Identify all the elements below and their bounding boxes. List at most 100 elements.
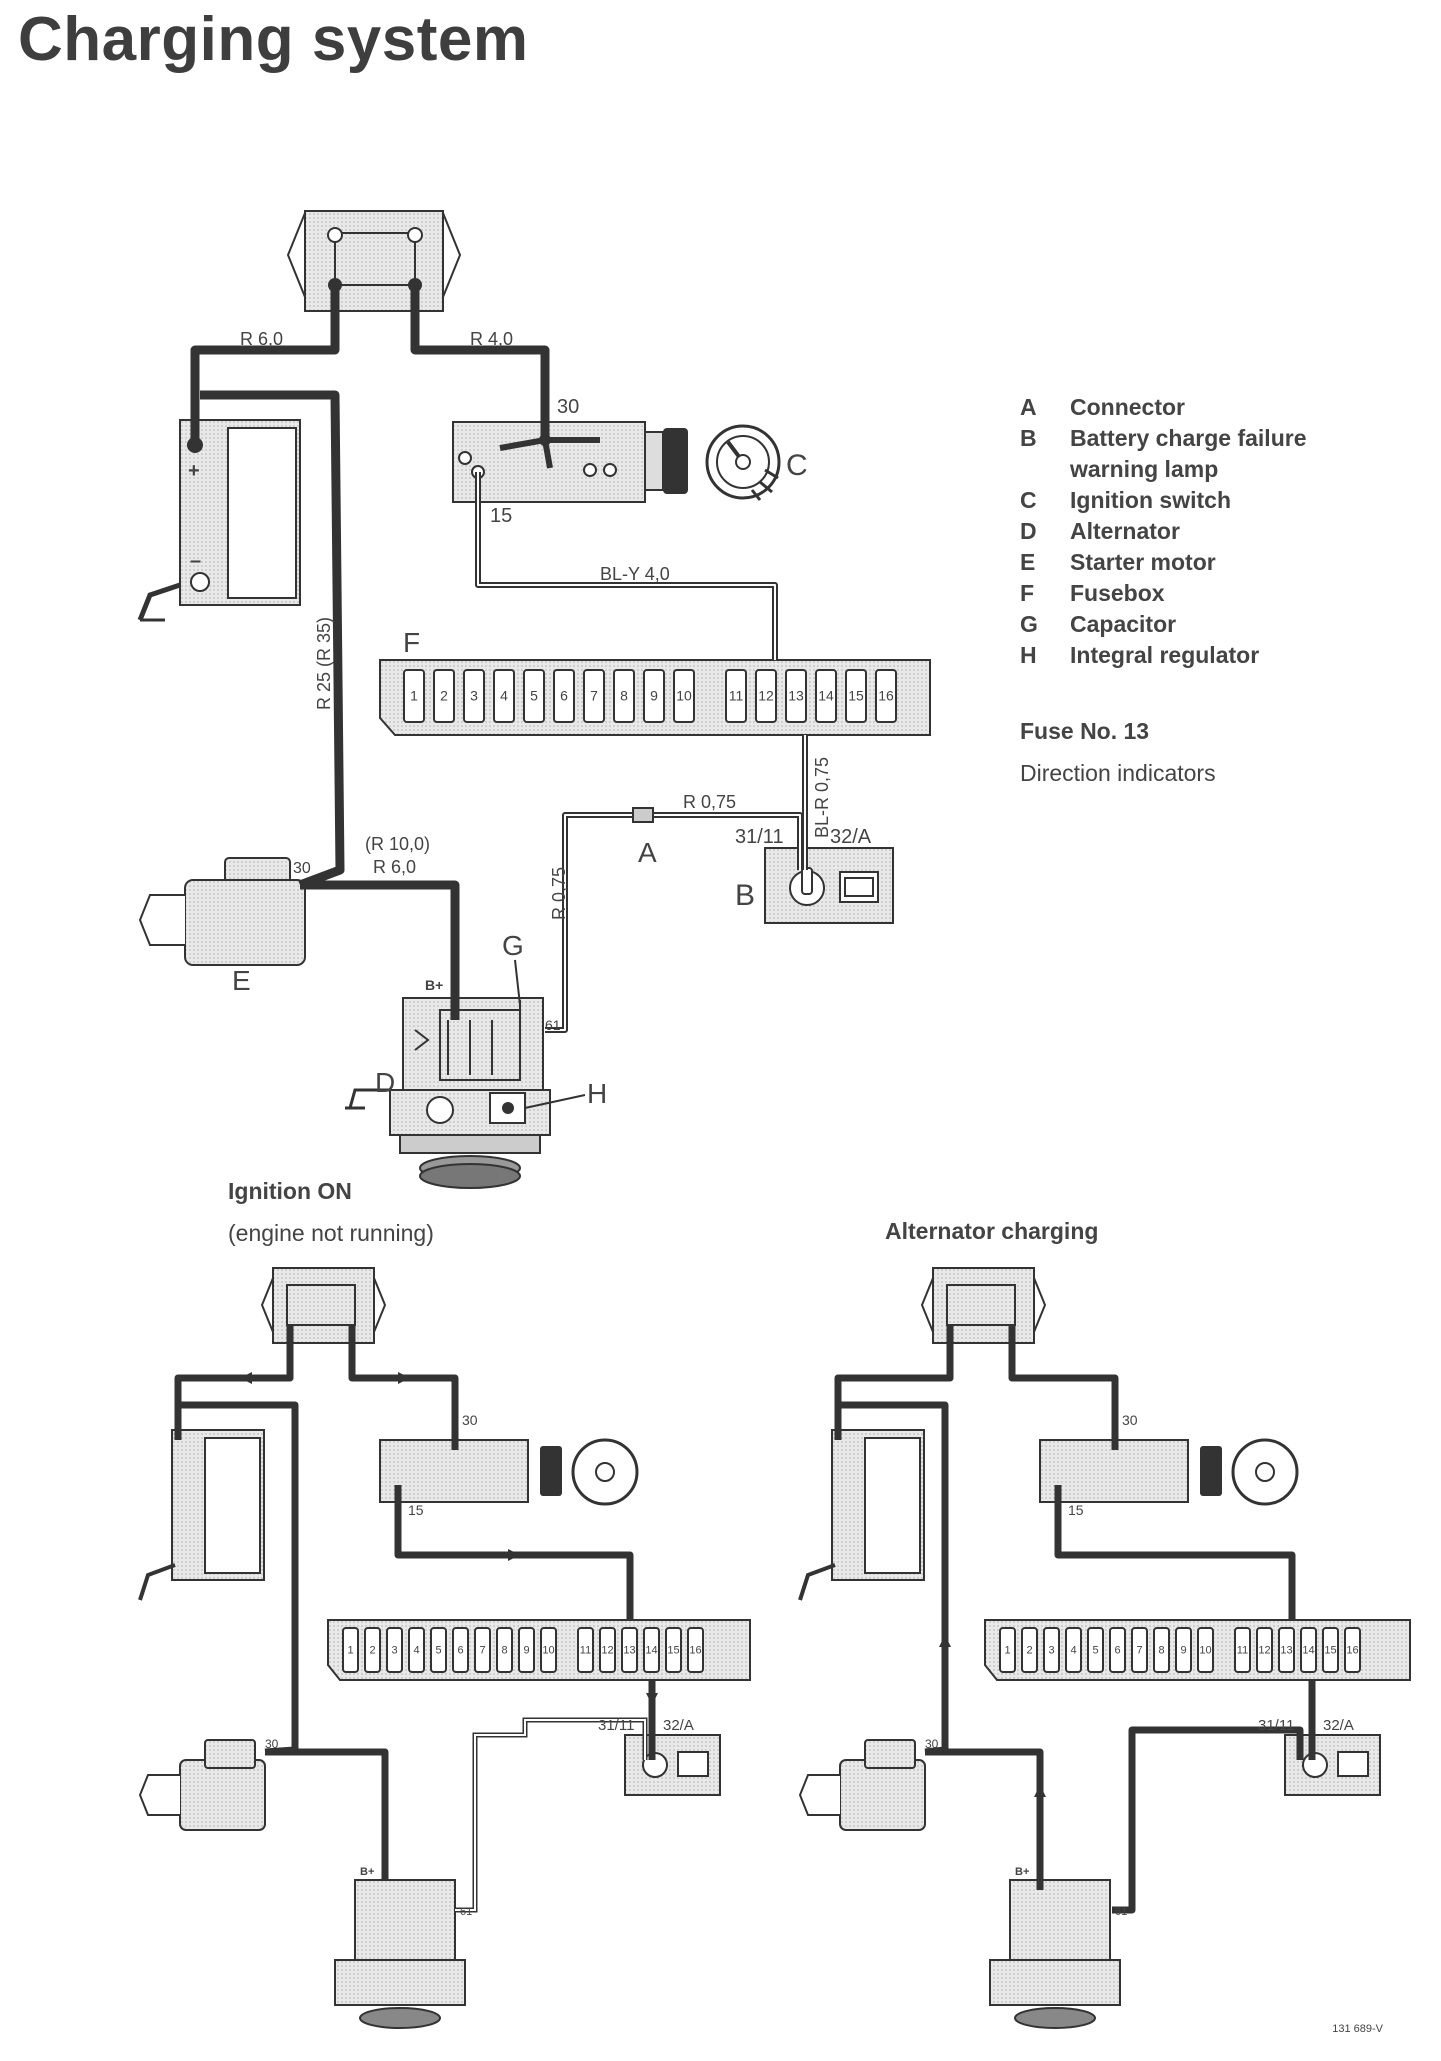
- fuse-cell: [999, 1627, 1016, 1673]
- fuse-number: 1: [410, 688, 418, 704]
- fuse-cell: [665, 1627, 682, 1673]
- legend-key: C: [1020, 487, 1037, 513]
- terminal-3111-main: 31/11: [735, 826, 784, 848]
- fuse-number: 9: [650, 688, 658, 704]
- connector-a-plug: [632, 807, 654, 823]
- fuse-cell: [785, 669, 807, 723]
- fuse-number: 5: [1092, 1645, 1098, 1657]
- terminal-30-ign: 30: [462, 1412, 478, 1428]
- letter-g: G: [502, 930, 524, 961]
- fuse-number: 2: [440, 688, 448, 704]
- fuse-number: 10: [1199, 1645, 1211, 1657]
- fuse-number: 5: [435, 1645, 441, 1657]
- page-title: Charging system: [18, 5, 529, 74]
- fuse-number: 9: [1180, 1645, 1186, 1657]
- fuse-cell: [621, 1627, 638, 1673]
- fuse-number: 15: [848, 688, 864, 704]
- fuse-number: 6: [457, 1645, 463, 1657]
- main-wires: [190, 285, 550, 1020]
- legend-key: H: [1020, 642, 1037, 668]
- fuse-number: 13: [1280, 1645, 1292, 1657]
- letter-f: F: [403, 627, 420, 658]
- fuse-number: 13: [623, 1645, 635, 1657]
- fuse-cell: [725, 669, 747, 723]
- fuse-cell: [1087, 1627, 1104, 1673]
- fuse-number: 8: [1158, 1645, 1164, 1657]
- fuse-number: 3: [1048, 1645, 1054, 1657]
- fuse-cell: [1197, 1627, 1214, 1673]
- fuse-number: 10: [542, 1645, 554, 1657]
- fuse-number: 15: [1324, 1645, 1336, 1657]
- fuse-number: 14: [818, 688, 834, 704]
- svg-text:+: +: [188, 460, 200, 482]
- warning-lamp: [764, 847, 894, 924]
- fuse-cell: [673, 669, 695, 723]
- fuse-cell: [1300, 1627, 1317, 1673]
- fuse-number: 14: [1302, 1645, 1314, 1657]
- terminal-32a-ign: 32/A: [663, 1717, 694, 1734]
- fuse-cell: [403, 669, 425, 723]
- letter-d: D: [375, 1067, 395, 1098]
- caption-ignition-on: Ignition ON: [228, 1178, 352, 1204]
- fuse-cell: [1109, 1627, 1126, 1673]
- legend-label: warning lamp: [1070, 456, 1219, 482]
- fuse-cell: [845, 669, 867, 723]
- fuse-number: 4: [500, 688, 508, 704]
- legend-label: Integral regulator: [1070, 642, 1260, 668]
- fuse-cell: [463, 669, 485, 723]
- fuse-number: 7: [590, 688, 598, 704]
- fuse-number: 16: [1346, 1645, 1358, 1657]
- fuse-cell: [1021, 1627, 1038, 1673]
- legend-row-h: H Integral regulator: [1020, 640, 1370, 671]
- wire-label-r25: R 25 (R 35): [314, 617, 334, 710]
- terminal-61-ign: 61: [460, 1906, 472, 1918]
- fuse-number: 4: [1070, 1645, 1076, 1657]
- fuse-cell: [523, 669, 545, 723]
- legend-key: G: [1020, 611, 1038, 637]
- legend-row-g: G Capacitor: [1020, 609, 1370, 640]
- fuse-cell: [1278, 1627, 1295, 1673]
- fuse-cell: [386, 1627, 403, 1673]
- legend-key: A: [1020, 394, 1037, 420]
- fuse-cell: [474, 1627, 491, 1673]
- fuse-cell: [643, 669, 665, 723]
- fuse-description: Direction indicators: [1020, 760, 1216, 786]
- fuse-number: 8: [620, 688, 628, 704]
- main-wires-inner: [477, 472, 806, 1031]
- letter-c: C: [786, 449, 808, 482]
- legend-label: Capacitor: [1070, 611, 1177, 637]
- wire-label-r40-top: R 4,0: [470, 329, 513, 349]
- fuse-cell: [755, 669, 777, 723]
- fuse-number: 14: [645, 1645, 657, 1657]
- fuse-cell: [875, 669, 897, 723]
- fuse-cell: [452, 1627, 469, 1673]
- legend-key: B: [1020, 425, 1037, 451]
- starter-motor: [138, 857, 306, 966]
- letter-e: E: [232, 965, 251, 996]
- terminal-bplus-ign: B+: [360, 1866, 374, 1878]
- fuse-number: 12: [601, 1645, 613, 1657]
- fuse-number: 12: [1258, 1645, 1270, 1657]
- fuse-cell: [342, 1627, 359, 1673]
- fuse-number: 11: [729, 688, 744, 704]
- wire-label-r100: (R 10,0): [365, 834, 430, 854]
- fuse-number: 9: [523, 1645, 529, 1657]
- alternator: [345, 997, 551, 1189]
- fuse-note: Fuse No. 13: [1020, 718, 1150, 744]
- connector-block: [286, 210, 462, 312]
- fuse-cell: [493, 669, 515, 723]
- fuse-cell: [599, 1627, 616, 1673]
- fuse-number: 5: [530, 688, 538, 704]
- fuse-cell: [364, 1627, 381, 1673]
- fuse-cell: [613, 669, 635, 723]
- letter-h: H: [587, 1078, 607, 1109]
- legend-key: E: [1020, 549, 1036, 575]
- terminal-3111-ign: 31/11: [598, 1717, 634, 1734]
- terminal-15-ign: 15: [408, 1502, 424, 1518]
